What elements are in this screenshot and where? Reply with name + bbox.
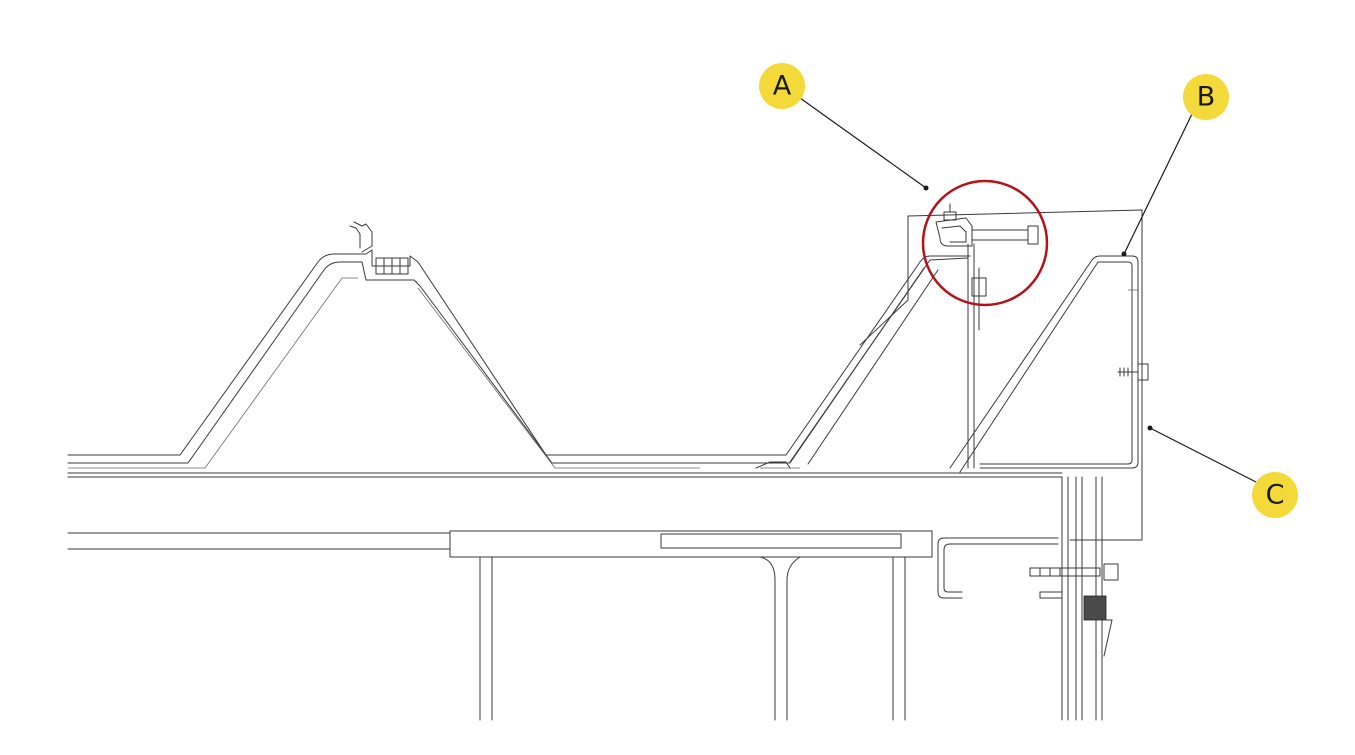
callout-a-label: A (773, 71, 792, 102)
deck-support (67, 472, 1063, 558)
callout-a: A (759, 63, 805, 109)
wall-cladding (937, 476, 1119, 721)
edge-flashing (789, 209, 1149, 541)
callout-b-label: B (1197, 82, 1216, 113)
clamp-hardware (935, 203, 1039, 331)
callout-c: C (1252, 472, 1298, 518)
trapezoidal-roof-sheet (67, 221, 971, 469)
callout-b-badge (1183, 74, 1229, 120)
callout-c-label: C (1266, 480, 1285, 511)
detail-highlight-ring (921, 179, 1049, 307)
leader-lines (799, 97, 1257, 483)
callout-a-badge (759, 63, 805, 109)
steel-beam (479, 556, 906, 721)
callout-b: B (1183, 74, 1229, 120)
callout-c-badge (1252, 472, 1298, 518)
